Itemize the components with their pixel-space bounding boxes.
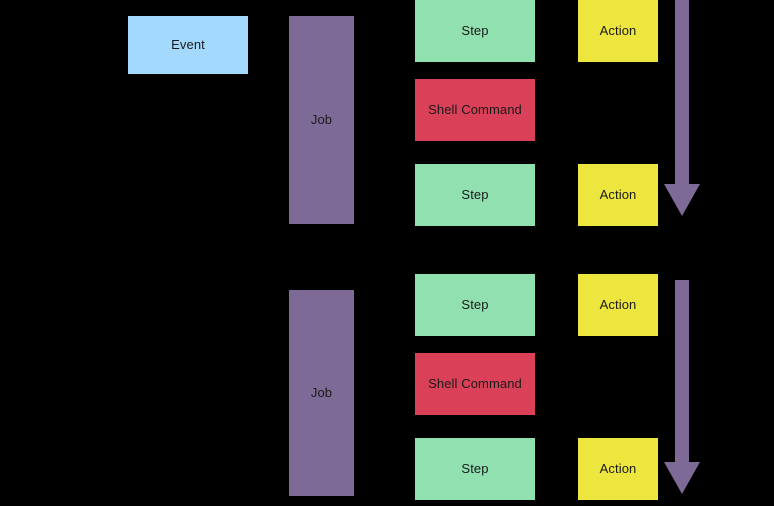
node-action-1[interactable]: Action: [578, 0, 658, 62]
node-action-2[interactable]: Action: [578, 164, 658, 226]
node-step-1[interactable]: Step: [415, 0, 535, 62]
node-label: Shell Command: [428, 375, 522, 391]
node-shell-command-1[interactable]: Shell Command: [415, 79, 535, 141]
node-label: Action: [599, 22, 637, 38]
node-label: Step: [461, 296, 489, 312]
node-step-3[interactable]: Step: [415, 274, 535, 336]
node-event-1[interactable]: Event: [128, 16, 248, 74]
node-step-4[interactable]: Step: [415, 438, 535, 500]
node-label: Step: [461, 22, 489, 38]
node-action-3[interactable]: Action: [578, 274, 658, 336]
node-label: Action: [599, 296, 637, 312]
node-shell-command-2[interactable]: Shell Command: [415, 353, 535, 415]
node-label: Action: [599, 186, 637, 202]
node-label: Step: [461, 186, 489, 202]
flow-arrow-down-icon-2: [664, 280, 700, 494]
node-job-1[interactable]: Job: [289, 16, 354, 224]
node-action-4[interactable]: Action: [578, 438, 658, 500]
node-step-2[interactable]: Step: [415, 164, 535, 226]
node-label: Job: [310, 384, 333, 400]
node-label: Action: [599, 460, 637, 476]
node-label: Step: [461, 460, 489, 476]
flow-arrow-down-icon-1: [664, 0, 700, 216]
node-label: Shell Command: [428, 101, 522, 117]
node-job-2[interactable]: Job: [289, 290, 354, 496]
node-label: Event: [171, 36, 205, 52]
node-label: Job: [310, 111, 333, 127]
